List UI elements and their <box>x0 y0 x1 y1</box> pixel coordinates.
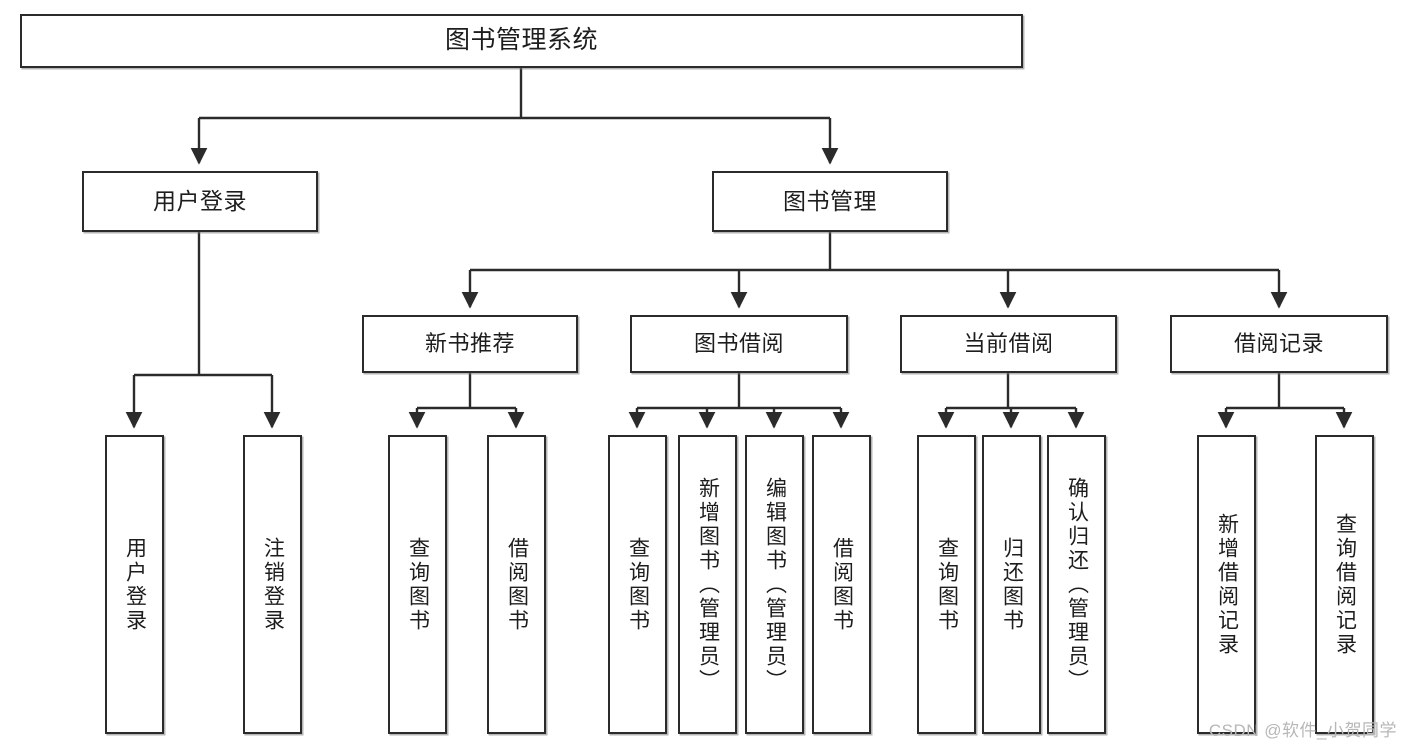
leaf-logout[interactable]: 注销登录 <box>243 435 302 734</box>
node-label: 注销登录 <box>261 536 285 633</box>
node-label: 借阅图书 <box>505 536 529 633</box>
leaf-user-login[interactable]: 用户登录 <box>105 435 164 734</box>
node-label: 用户登录 <box>123 536 147 633</box>
node-borrow-record[interactable]: 借阅记录 <box>1170 315 1388 373</box>
leaf-newbook-borrow-book[interactable]: 借阅图书 <box>487 435 546 734</box>
leaf-record-add-record[interactable]: 新增借阅记录 <box>1197 435 1256 734</box>
node-label: 查询图书 <box>935 536 959 633</box>
node-label: 新书推荐 <box>424 331 515 357</box>
node-label: 当前借阅 <box>963 331 1054 357</box>
node-new-book-recommend[interactable]: 新书推荐 <box>362 315 578 373</box>
leaf-current-confirm-return-admin[interactable]: 确认归还（管理员） <box>1047 435 1106 734</box>
node-root-system[interactable]: 图书管理系统 <box>20 14 1023 68</box>
node-label: 新增借阅记录 <box>1215 512 1239 657</box>
node-label: 编辑图书（管理员） <box>763 476 787 693</box>
leaf-borrow-add-book-admin[interactable]: 新增图书（管理员） <box>678 435 737 734</box>
leaf-newbook-query-book[interactable]: 查询图书 <box>388 435 447 734</box>
node-label: 借阅图书 <box>830 536 854 633</box>
node-label: 查询图书 <box>406 536 430 633</box>
node-label: 查询图书 <box>626 536 650 633</box>
node-label: 归还图书 <box>1000 536 1024 633</box>
node-label: 图书管理 <box>783 187 877 214</box>
node-label: 用户登录 <box>153 187 247 214</box>
node-label: 图书管理系统 <box>444 26 598 55</box>
node-label: 图书借阅 <box>693 331 784 357</box>
leaf-borrow-query-book[interactable]: 查询图书 <box>608 435 667 734</box>
leaf-current-query-book[interactable]: 查询图书 <box>917 435 976 734</box>
node-label: 借阅记录 <box>1233 331 1324 357</box>
node-label: 新增图书（管理员） <box>696 476 720 693</box>
node-current-borrow[interactable]: 当前借阅 <box>900 315 1117 373</box>
node-label: 查询借阅记录 <box>1333 512 1357 657</box>
leaf-borrow-edit-book-admin[interactable]: 编辑图书（管理员） <box>745 435 804 734</box>
node-book-management[interactable]: 图书管理 <box>712 171 948 232</box>
node-label: 确认归还（管理员） <box>1065 476 1089 693</box>
leaf-current-return-book[interactable]: 归还图书 <box>982 435 1041 734</box>
node-book-borrow[interactable]: 图书借阅 <box>630 315 848 373</box>
watermark-text: CSDN @软件_小贺同学 <box>1208 721 1397 740</box>
node-user-login[interactable]: 用户登录 <box>82 171 318 232</box>
leaf-record-query-record[interactable]: 查询借阅记录 <box>1315 435 1374 734</box>
leaf-borrow-borrow-book[interactable]: 借阅图书 <box>812 435 871 734</box>
